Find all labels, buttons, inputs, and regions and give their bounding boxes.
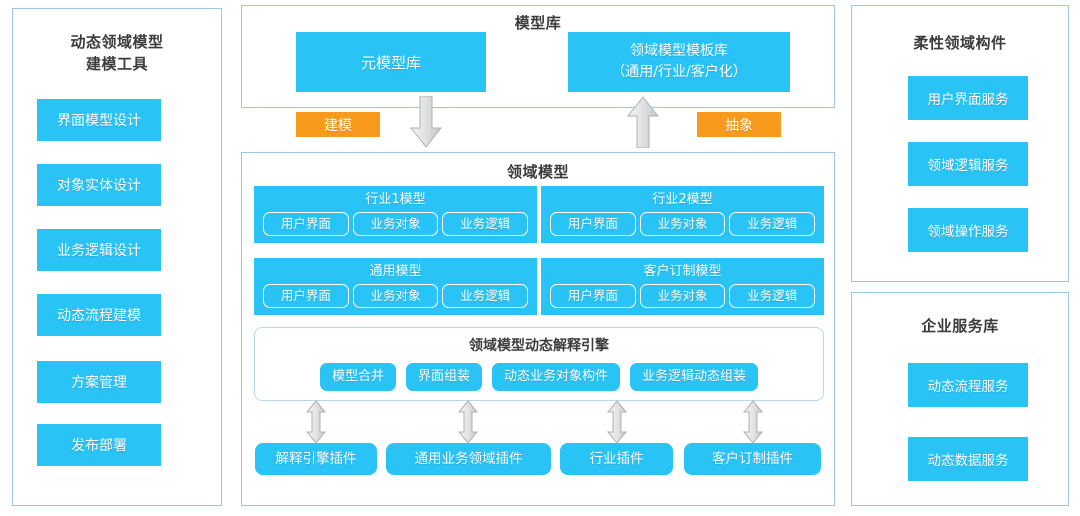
engine-title: 领域模型动态解释引擎: [469, 338, 609, 354]
model-card-title: 行业1模型: [365, 192, 426, 207]
tool-button-ui-model-design[interactable]: 界面模型设计: [37, 99, 161, 141]
tag-abstract[interactable]: 抽象: [697, 112, 781, 137]
engine-item-ui-assembly[interactable]: 界面组装: [405, 363, 482, 391]
model-card-general[interactable]: 通用模型 用户界面 业务对象 业务逻辑: [254, 258, 537, 315]
model-card-title: 行业2模型: [652, 192, 713, 207]
double-arrow-plugin-3-icon: [742, 400, 764, 444]
flex-service-ui[interactable]: 用户界面服务: [908, 76, 1028, 120]
sub-item-business-object[interactable]: 业务对象: [352, 212, 439, 236]
dynamic-interpretation-engine-box: 领域模型动态解释引擎 模型合并 界面组装 动态业务对象构件 业务逻辑动态组装: [254, 327, 824, 401]
modeling-tool-title: 动态领域模型 建模工具: [13, 31, 221, 75]
meta-model-library-box[interactable]: 元模型库: [296, 32, 486, 92]
flex-service-logic[interactable]: 领域逻辑服务: [908, 142, 1028, 186]
tool-button-publish-deploy[interactable]: 发布部署: [37, 424, 161, 466]
model-card-items: 用户界面 业务对象 业务逻辑: [541, 209, 824, 236]
sub-item-user-interface[interactable]: 用户界面: [550, 212, 636, 236]
sub-item-user-interface[interactable]: 用户界面: [263, 284, 349, 308]
enterprise-service-data[interactable]: 动态数据服务: [908, 437, 1028, 481]
arrow-down-modeling-icon: [410, 96, 442, 148]
plugin-industry[interactable]: 行业插件: [560, 443, 673, 475]
plugin-general-business-domain[interactable]: 通用业务领域插件: [386, 443, 551, 475]
tool-button-solution-management[interactable]: 方案管理: [37, 361, 161, 403]
sub-item-business-logic[interactable]: 业务逻辑: [442, 212, 529, 236]
double-arrow-plugin-0-icon: [305, 400, 327, 444]
template-library-label-line2: （通用/行业/客户化）: [611, 64, 747, 80]
tool-button-business-logic-design[interactable]: 业务逻辑设计: [37, 229, 161, 271]
template-library-label-line1: 领域模型模板库: [630, 43, 728, 59]
modeling-tool-title-line1: 动态领域模型: [70, 33, 164, 51]
tag-modeling[interactable]: 建模: [296, 112, 380, 137]
model-card-items: 用户界面 业务对象 业务逻辑: [541, 281, 824, 308]
model-card-title: 通用模型: [369, 264, 422, 279]
sub-item-business-logic[interactable]: 业务逻辑: [729, 284, 816, 308]
plugin-customized[interactable]: 客户订制插件: [684, 443, 821, 475]
tool-button-entity-design[interactable]: 对象实体设计: [37, 164, 161, 206]
sub-item-user-interface[interactable]: 用户界面: [263, 212, 349, 236]
model-library-title: 模型库: [514, 14, 562, 32]
double-arrow-plugin-2-icon: [606, 400, 628, 444]
enterprise-service-title: 企业服务库: [921, 317, 999, 335]
domain-model-template-library-box[interactable]: 领域模型模板库 （通用/行业/客户化）: [568, 32, 790, 92]
model-card-industry2[interactable]: 行业2模型 用户界面 业务对象 业务逻辑: [541, 186, 824, 243]
model-card-items: 用户界面 业务对象 业务逻辑: [254, 209, 537, 236]
double-arrow-plugin-1-icon: [457, 400, 479, 444]
arrow-up-abstract-icon: [627, 96, 659, 148]
sub-item-business-logic[interactable]: 业务逻辑: [442, 284, 529, 308]
model-card-items: 用户界面 业务对象 业务逻辑: [254, 281, 537, 308]
engine-item-dynamic-bo[interactable]: 动态业务对象构件: [492, 363, 621, 391]
flexible-components-title: 柔性领域构件: [913, 34, 1007, 52]
sub-item-business-object[interactable]: 业务对象: [639, 284, 726, 308]
modeling-tool-title-line2: 建模工具: [85, 55, 148, 73]
plugin-interpretation-engine[interactable]: 解释引擎插件: [255, 443, 377, 475]
sub-item-business-logic[interactable]: 业务逻辑: [729, 212, 816, 236]
engine-item-logic-assembly[interactable]: 业务逻辑动态组装: [630, 363, 759, 391]
engine-items: 模型合并 界面组装 动态业务对象构件 业务逻辑动态组装: [255, 363, 823, 391]
sub-item-user-interface[interactable]: 用户界面: [550, 284, 636, 308]
flex-service-ops[interactable]: 领域操作服务: [908, 208, 1028, 252]
tool-button-dynamic-process-model[interactable]: 动态流程建模: [37, 294, 161, 336]
model-card-title: 客户订制模型: [643, 264, 722, 279]
model-card-industry1[interactable]: 行业1模型 用户界面 业务对象 业务逻辑: [254, 186, 537, 243]
sub-item-business-object[interactable]: 业务对象: [639, 212, 726, 236]
engine-item-model-merge[interactable]: 模型合并: [319, 363, 396, 391]
enterprise-service-process[interactable]: 动态流程服务: [908, 363, 1028, 407]
sub-item-business-object[interactable]: 业务对象: [352, 284, 439, 308]
model-card-customized[interactable]: 客户订制模型 用户界面 业务对象 业务逻辑: [541, 258, 824, 315]
domain-model-title: 领域模型: [506, 163, 569, 181]
